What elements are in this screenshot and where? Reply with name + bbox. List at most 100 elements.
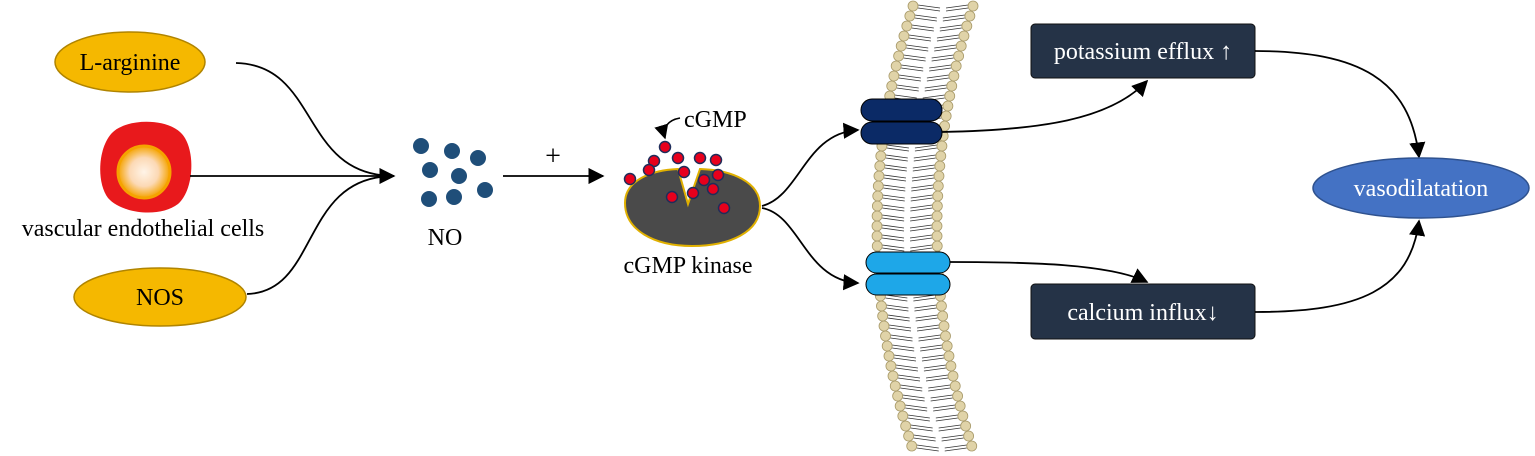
lipid-tail xyxy=(898,74,949,82)
ca-channel-lower xyxy=(865,273,951,296)
lipid-head xyxy=(907,0,919,12)
lipid-head xyxy=(873,170,885,182)
lipid-tail xyxy=(900,384,951,392)
lipid-tail xyxy=(883,184,934,192)
lipid-head xyxy=(885,360,897,372)
lipid-tail xyxy=(895,364,946,372)
cgmp-kinase-label: cGMP kinase xyxy=(623,253,752,279)
lipid-head xyxy=(872,180,884,192)
lipid-tail xyxy=(881,224,933,232)
cgmp-label: cGMP xyxy=(684,107,747,133)
lipid-tail xyxy=(908,34,960,42)
lipid-head xyxy=(887,370,899,382)
lipid-head xyxy=(888,70,900,82)
lipid-head xyxy=(875,150,887,162)
cgmp-dot xyxy=(697,173,711,187)
lipid-head xyxy=(945,360,957,372)
lipid-tail xyxy=(911,24,962,32)
no-dot xyxy=(421,191,437,207)
lipid-tail xyxy=(903,54,954,62)
lipid-head xyxy=(943,350,955,362)
channel-outcome-arrows xyxy=(941,79,1149,283)
lipid-tail xyxy=(907,414,958,422)
no-dot xyxy=(446,189,462,205)
lipid-tail xyxy=(916,444,967,452)
arrow-kinase-to-ca-channel xyxy=(761,207,860,291)
lipid-head xyxy=(890,60,902,72)
lipid-head xyxy=(955,40,967,52)
lipid-head xyxy=(952,390,964,402)
lipid-head xyxy=(935,150,947,162)
lipid-head xyxy=(893,50,905,62)
arrow-influx-to-vaso xyxy=(1254,219,1426,313)
lipid-head xyxy=(964,10,976,22)
lipid-head xyxy=(957,410,969,422)
lipid-bilayer-membrane xyxy=(871,0,979,452)
lipid-head xyxy=(871,210,883,222)
input-arrows xyxy=(190,62,396,295)
no-dot xyxy=(444,143,460,159)
lipid-head xyxy=(938,320,950,332)
lipid-head xyxy=(931,240,943,252)
endothelial-cell-node: vascular endothelial cells xyxy=(22,121,265,242)
lipid-tail xyxy=(886,304,937,312)
lipid-head xyxy=(953,50,965,62)
cgmp-dot xyxy=(709,153,723,167)
lipid-tail xyxy=(885,154,936,162)
lipid-head xyxy=(931,210,943,222)
lipid-tail xyxy=(887,314,938,322)
arrow-k-to-efflux xyxy=(941,79,1149,133)
cgmp-dot xyxy=(671,151,685,165)
lipid-head xyxy=(931,230,943,242)
lipid-head xyxy=(871,220,883,232)
lipid-tail xyxy=(886,144,937,152)
lipid-head xyxy=(937,310,949,322)
lipid-tail xyxy=(881,234,933,242)
lipid-head xyxy=(883,350,895,362)
vasodilatation-label: vasodilatation xyxy=(1354,176,1489,202)
k-channel-lower xyxy=(860,121,943,145)
lipid-head xyxy=(931,220,943,232)
no-label: NO xyxy=(428,225,463,251)
endothelial-cells-label: vascular endothelial cells xyxy=(22,216,265,242)
lipid-head xyxy=(898,30,910,42)
l-arginine-ellipse xyxy=(54,31,206,93)
no-dot xyxy=(451,168,467,184)
arrow-ca-to-influx xyxy=(949,261,1149,283)
cgmp-dot xyxy=(658,140,672,154)
lipid-head xyxy=(889,380,901,392)
cgmp-dot xyxy=(706,182,720,196)
lipid-head xyxy=(960,420,972,432)
lipid-tail xyxy=(896,84,947,92)
lipid-head xyxy=(933,170,945,182)
cgmp-kinase: cGMP kinase xyxy=(623,167,762,279)
l-arginine-label: L-arginine xyxy=(80,50,181,76)
nos-label: NOS xyxy=(136,285,184,311)
no-dot xyxy=(422,162,438,178)
kinase-to-channel-arrows xyxy=(761,122,860,291)
lipid-head xyxy=(892,390,904,402)
lipid-head xyxy=(940,110,952,122)
lipid-tail xyxy=(902,394,953,402)
lipid-tail xyxy=(890,334,941,342)
lipid-head xyxy=(901,20,913,32)
lipid-tail xyxy=(883,174,935,182)
cgmp-dot xyxy=(711,168,725,182)
potassium-efflux-label: potassium efflux ↑ xyxy=(1054,39,1232,65)
lipid-head xyxy=(903,430,915,442)
lipid-head xyxy=(904,10,916,22)
lipid-head xyxy=(947,370,959,382)
cgmp-dot xyxy=(693,151,707,165)
lipid-tail xyxy=(882,244,933,252)
lipid-tail xyxy=(914,14,965,22)
lipid-head xyxy=(871,240,883,252)
arrow-nos xyxy=(246,175,395,295)
arrow-l-arginine xyxy=(235,62,395,177)
lipid-head xyxy=(886,80,898,92)
no-dot xyxy=(413,138,429,154)
lipid-head xyxy=(948,70,960,82)
lipid-head xyxy=(876,300,887,312)
lipid-head xyxy=(936,140,948,152)
cgmp-molecules xyxy=(623,140,731,215)
